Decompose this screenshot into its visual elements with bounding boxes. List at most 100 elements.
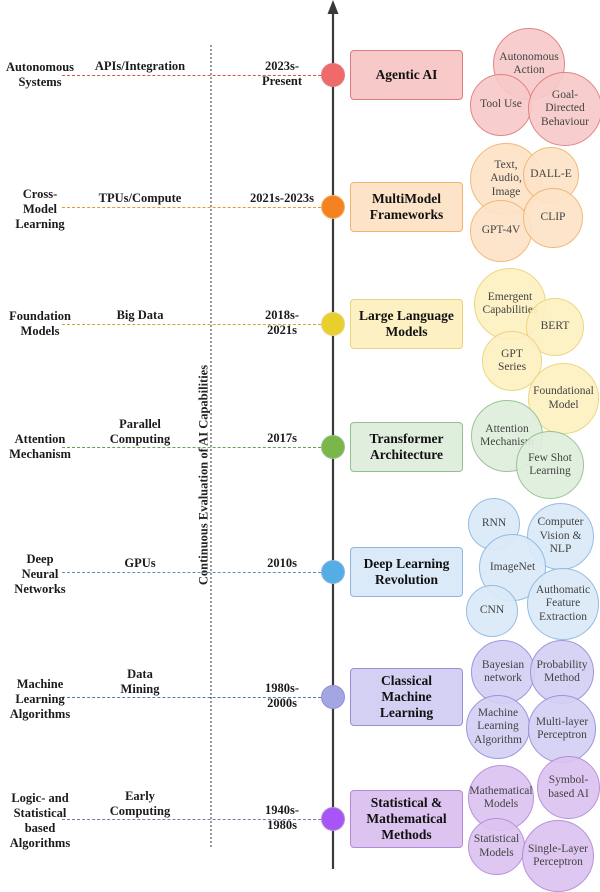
era-title-box-line: Statistical & xyxy=(370,795,443,810)
connector-line xyxy=(62,572,321,573)
paradigm-label-line: Networks xyxy=(14,581,66,596)
paradigm-label-line: Model xyxy=(22,201,58,216)
driver-label-line: Computing xyxy=(109,804,171,818)
example-bubble-line: Models xyxy=(483,798,519,810)
example-bubble-line: Method xyxy=(544,672,580,684)
years-label: 1980s-2000s xyxy=(232,681,332,711)
driver-label: APIs/Integration xyxy=(80,59,200,74)
example-bubble-line: Machine xyxy=(477,706,519,719)
example-bubble-line: Few Shot xyxy=(528,451,572,464)
example-bubble-line: CNN xyxy=(479,604,505,617)
era-title-box-line: Classical xyxy=(380,673,432,688)
example-bubble-line: RNN xyxy=(481,517,507,530)
example-bubble: CLIP xyxy=(523,188,583,248)
era-title-box-line: Models xyxy=(385,324,428,339)
example-bubble-line: Mathematical xyxy=(469,784,533,797)
connector-line xyxy=(62,697,321,698)
paradigm-label-line: Neural xyxy=(21,566,59,581)
connector-line xyxy=(62,75,321,76)
driver-label-line: Big Data xyxy=(116,308,164,322)
example-bubble-line: Feature xyxy=(545,597,581,610)
era-title-box-line: Deep Learning xyxy=(363,556,450,571)
era-title-box-line: Agentic AI xyxy=(375,67,438,82)
era-title-box-line: Mathematical xyxy=(366,811,447,826)
timeline-dot xyxy=(321,63,345,87)
driver-label-line: Mining xyxy=(120,682,160,696)
evaluation-label: Continuous Evaluation of AI Capabilities xyxy=(196,364,211,586)
example-bubble-line: Text, xyxy=(494,158,518,171)
era-title-box-line: Architecture xyxy=(370,447,443,462)
example-bubble-line: Bayesian xyxy=(481,658,525,671)
example-bubble-line: Models xyxy=(479,846,514,859)
example-bubble: CNN xyxy=(466,585,518,637)
example-bubble-line: Behaviour xyxy=(541,115,589,128)
example-bubble-line: Perceptron xyxy=(533,856,583,868)
example-bubble-line: Multi-layer xyxy=(535,715,589,728)
example-bubble-line: Model xyxy=(548,398,579,411)
driver-label-line: Computing xyxy=(109,432,171,446)
driver-label-line: APIs/Integration xyxy=(94,59,186,73)
years-label-line: 1940s- xyxy=(264,803,300,817)
example-bubble-line: Series xyxy=(497,361,527,373)
example-bubble-line: Mechanism xyxy=(480,436,534,448)
paradigm-label-line: based xyxy=(24,821,56,835)
example-bubble-line: Symbol- xyxy=(548,774,589,786)
driver-label-line: GPUs xyxy=(124,556,156,570)
paradigm-label-line: Logic- and xyxy=(11,791,69,805)
paradigm-label-line: Statistical xyxy=(13,806,67,820)
era-title-box-line: Revolution xyxy=(374,572,438,587)
years-label: 2010s xyxy=(232,556,332,571)
driver-label-line: TPUs/Compute xyxy=(98,191,182,205)
connector-line xyxy=(62,447,321,448)
example-bubble-line: GPT xyxy=(501,347,523,360)
timeline-dot xyxy=(321,807,345,831)
example-bubble: GPT-4V xyxy=(470,200,532,262)
example-bubble-line: ImageNet xyxy=(489,560,536,573)
paradigm-label-line: Systems xyxy=(18,75,62,89)
era-title-box-line: Large Language xyxy=(359,308,454,323)
example-bubble-line: Tool Use xyxy=(480,98,522,111)
timeline-dot xyxy=(321,435,345,459)
paradigm-label-line: Cross- xyxy=(22,186,58,201)
paradigm-label-line: Machine xyxy=(16,676,64,691)
example-bubble-line: Computer xyxy=(537,516,584,529)
example-bubble-line: based AI xyxy=(548,787,589,800)
driver-label: Big Data xyxy=(80,308,200,323)
years-label: 2023s-Present xyxy=(232,59,332,89)
era-title-box-line: MultiModel xyxy=(372,191,441,206)
driver-label: TPUs/Compute xyxy=(80,191,200,206)
example-bubble-line: GPT-4V xyxy=(481,224,521,237)
driver-label-line: Data xyxy=(127,667,153,681)
years-label-line: 2010s xyxy=(267,556,297,570)
driver-label-line: Early xyxy=(125,789,155,803)
timeline-dot xyxy=(321,560,345,584)
era-title-box-line: Transformer xyxy=(369,431,444,446)
paradigm-label-line: Deep xyxy=(26,551,54,566)
paradigm-label-line: Mechanism xyxy=(9,447,71,461)
paradigm-label-line: Autonomous xyxy=(5,60,75,74)
example-bubble-line: Emergent xyxy=(487,290,533,303)
paradigm-label-line: Attention xyxy=(14,432,66,446)
years-label-line: 1980s xyxy=(267,818,297,832)
example-bubble: Tool Use xyxy=(470,74,532,136)
era-title-box-line: Machine xyxy=(381,689,432,704)
example-bubble-line: Probability xyxy=(536,658,588,671)
example-bubble-line: Autonomous xyxy=(499,50,559,63)
